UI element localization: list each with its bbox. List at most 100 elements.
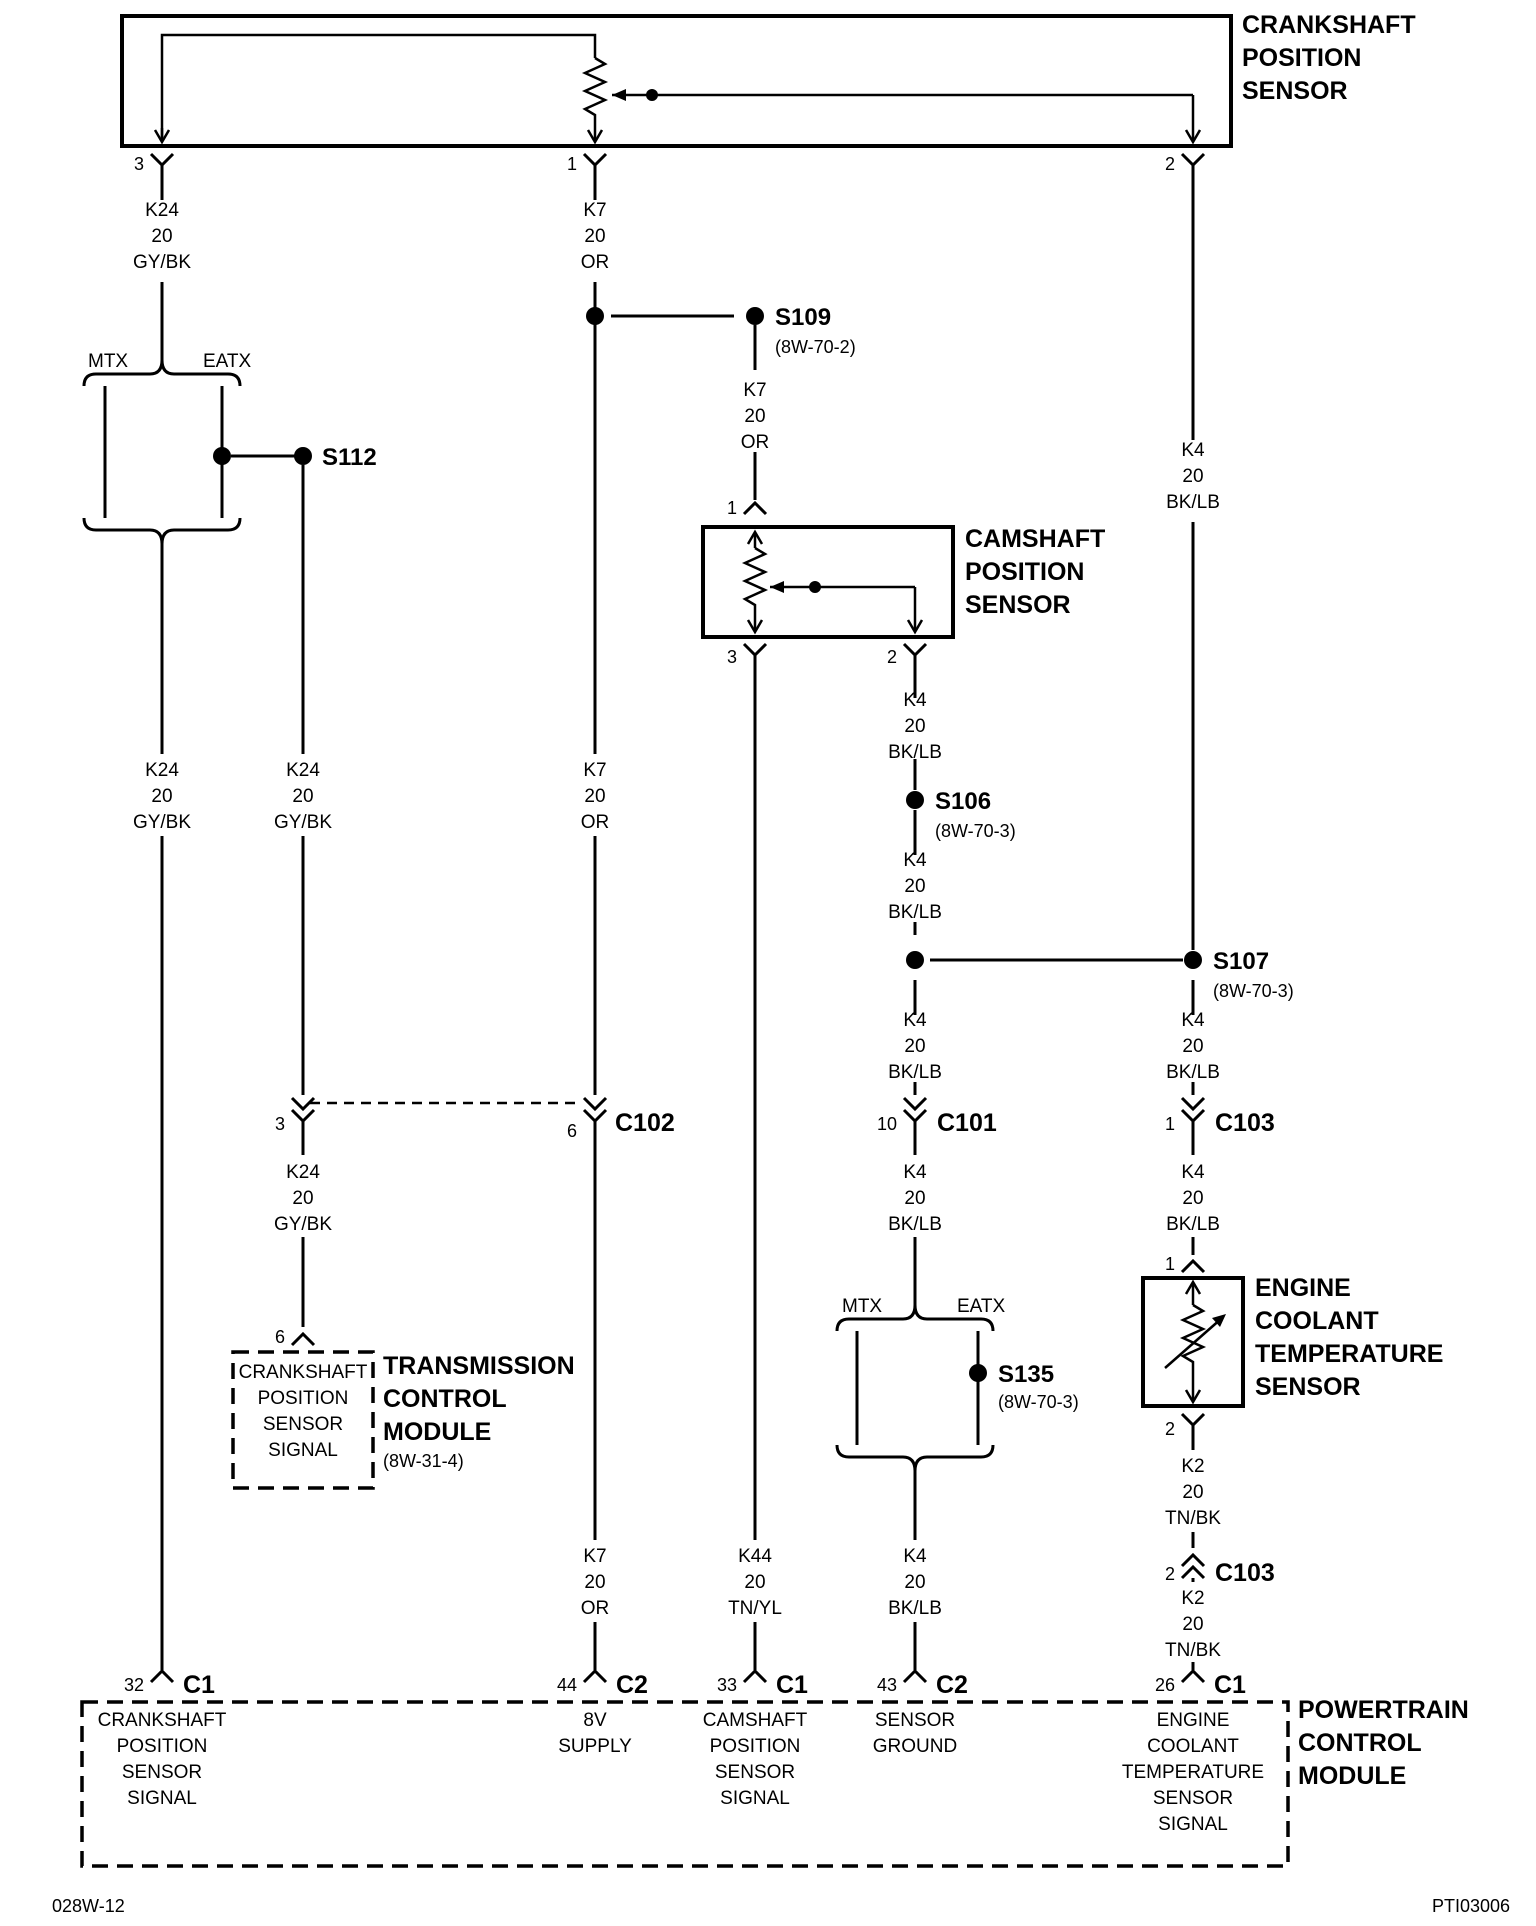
tcm-box [231,1350,375,1490]
arrow-left-icon [770,581,784,593]
wire-code: K4 [903,1010,927,1031]
junction-dot [809,581,821,593]
wire-color: BK/LB [888,742,942,763]
pcm-connector: C1 [776,1671,808,1699]
resistor-icon [741,546,769,632]
wire-color: GY/BK [133,252,191,273]
wire-color: BK/LB [888,1598,942,1619]
camshaft-position-sensor: CAMSHAFT POSITION SENSOR 3 2 [701,525,1105,667]
wire-code: K4 [903,850,927,871]
pin-label: 1 [1165,1114,1175,1134]
wire-code: K4 [1181,1010,1205,1031]
pcm-pin-number: 33 [717,1675,737,1695]
wire-code: K24 [145,760,179,781]
wire-label-w5: K24 20 GY/BK [133,760,191,833]
connector-icon [290,1108,316,1124]
connector-icon [742,642,768,658]
ect-title: SENSOR [1255,1373,1361,1401]
splice-s135-dot [969,1364,987,1382]
thermistor-arrow [1164,1317,1223,1369]
arrow-down-icon [1184,129,1202,145]
wire-label-w7: K7 20 OR [581,760,610,833]
wire-color: BK/LB [1166,1062,1220,1083]
splice-s112-dot [294,447,312,465]
splice-s112-label: S112 [322,444,377,471]
pcm-connector: C2 [936,1671,968,1699]
wire-gauge: 20 [584,226,605,247]
pcm-box [80,1700,1290,1868]
pin-label: 10 [877,1114,897,1134]
tcm-title: TRANSMISSION [383,1352,575,1380]
wire-labels: K24 20 GY/BK K7 20 OR K7 20 OR K4 20 BK/… [133,200,1221,1661]
connector-icon [902,642,928,658]
connector-icon [582,1096,608,1112]
tcm-title: CONTROL [383,1385,507,1413]
pin-label: 2 [1165,1419,1175,1439]
splice-s109-dot [746,307,764,325]
wire-gauge: 20 [904,1572,925,1593]
arrow-down-icon [906,619,924,635]
wire-gauge: 20 [744,1572,765,1593]
wire-label-w12: K24 20 GY/BK [274,1162,332,1235]
camshaft-title: POSITION [965,558,1084,586]
connector-icon [1180,1108,1206,1124]
wire-label-w8: K4 20 BK/LB [888,690,942,763]
footer-left: 028W-12 [52,1896,125,1916]
wire-code: K24 [286,760,320,781]
pin-label: 2 [887,647,897,667]
splice-s109-ref: (8W-70-2) [775,337,856,357]
wire-code: K44 [738,1546,772,1567]
connector-icon [1180,1552,1206,1568]
wire-gauge: 20 [292,1188,313,1209]
wire-color: BK/LB [1166,1214,1220,1235]
wire-label-w1: K24 20 GY/BK [133,200,191,273]
wire-code: K24 [145,200,179,221]
k2-circuit: 2 C103 [1165,1425,1275,1684]
connector-icon [742,1668,768,1684]
crankshaft-title-1: CRANKSHAFT [1242,11,1416,39]
thermistor-icon [1179,1303,1207,1402]
arrow-down-icon [746,619,764,635]
wire-code: K7 [583,200,606,221]
pin-label: 1 [727,498,737,518]
arrow-up-icon [746,529,764,545]
footer-right: PTI03006 [1432,1896,1510,1916]
pcm-pin-number: 44 [557,1675,577,1695]
pcm-pin-label: SUPPLY [558,1736,632,1757]
powertrain-control-module: POWERTRAIN CONTROL MODULE 32 C1 44 C2 33… [80,1671,1469,1868]
arrow-down-icon [153,129,171,145]
wire-code: K4 [903,1546,927,1567]
wire-code: K7 [743,380,766,401]
ect-sensor-box [1141,1276,1245,1408]
wire-label-w16: K7 20 OR [581,1546,610,1619]
ect-title: ENGINE [1255,1274,1351,1302]
splice-dot [213,447,231,465]
wire-gauge: 20 [904,1036,925,1057]
connector-icon [582,1108,608,1124]
k4-right-circuit: S107 (8W-70-3) 1 C103 1 [1165,165,1294,1274]
ect-title: COOLANT [1255,1307,1379,1335]
pin-label: 6 [567,1121,577,1141]
wire-color: BK/LB [888,902,942,923]
pcm-title: CONTROL [1298,1729,1422,1757]
k7-circuit: S109 (8W-70-2) 6 C102 [567,165,856,1684]
connector-c103-bottom: C103 [1215,1559,1275,1587]
k7-camshaft-branch: 1 [727,325,768,518]
connector-icon [290,1096,316,1112]
pcm-pin-label: 8V [583,1710,607,1731]
pcm-pin-label: CRANKSHAFT [98,1710,227,1731]
connector-icon [1180,1258,1206,1274]
splice-s106-dot [906,791,924,809]
connector-c103-top: C103 [1215,1109,1275,1137]
k44-circuit [742,655,768,1684]
wire-gauge: 20 [151,226,172,247]
k24-tcm-branch: 3 6 [275,465,316,1347]
pin-label: 2 [1165,1564,1175,1584]
pcm-pin-label: SIGNAL [1158,1814,1228,1835]
pin-label: 3 [134,154,144,174]
crankshaft-title-3: SENSOR [1242,77,1348,105]
tcm-title: MODULE [383,1418,491,1446]
wire-color: OR [581,252,610,273]
wire-color: OR [741,432,770,453]
